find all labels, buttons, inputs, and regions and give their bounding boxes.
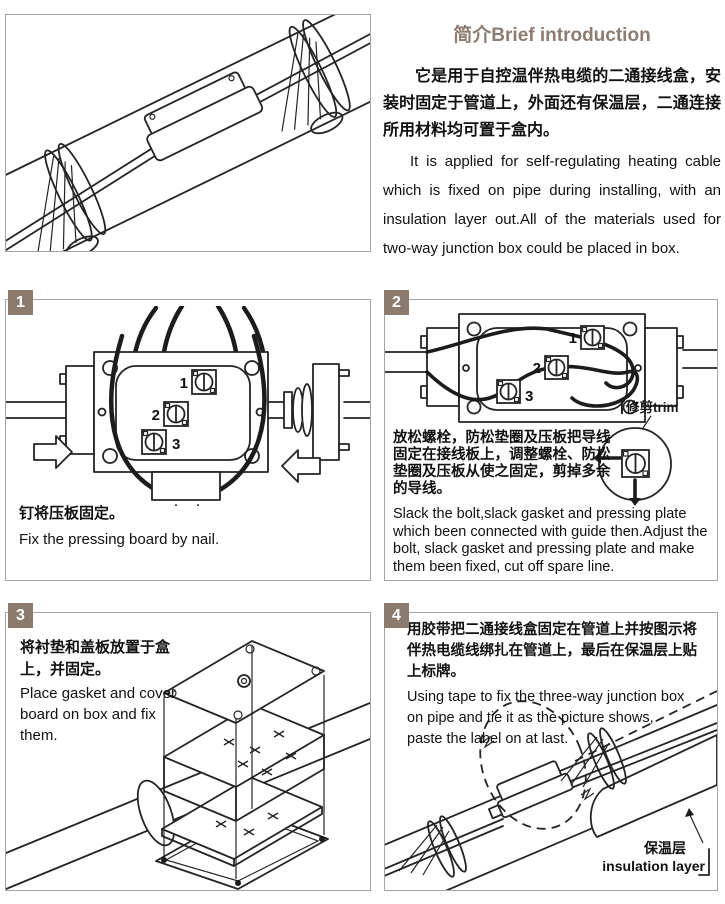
spark-mark <box>580 787 595 801</box>
highlight-ellipse <box>479 700 587 830</box>
cable-tie-icon <box>560 727 627 790</box>
terminal-3-label: 3 <box>525 388 533 405</box>
insulation-sheet <box>589 734 717 838</box>
section-title: 简介Brief introduction <box>453 25 651 46</box>
pointer-arrow-icon <box>685 808 694 817</box>
insulation-label-zh: 保温层 <box>643 840 686 856</box>
step-4-panel: 保温层 insulation layer 用胶带把二通接线盒固定在管道上并按图示… <box>384 612 718 891</box>
terminal-2-label: 2 <box>152 407 160 424</box>
step-2-text-zh: 放松螺栓，防松垫圈及压板把导线固定在接线板上，调整螺栓、防松垫圈及压板从使之固定… <box>393 430 611 497</box>
brief-introduction-section: 简介Brief introduction 它是用于自控温伴热电缆的二通接线盒，安… <box>383 12 721 263</box>
terminal-2-icon <box>163 401 189 427</box>
step-4-text-zh: 用胶带把二通接线盒固定在管道上并按图示将伴热电缆线绑扎在管道上，最后在保温层上贴… <box>407 622 697 680</box>
cable-tie-icon <box>36 142 107 251</box>
cable-tie-icon <box>398 815 467 878</box>
step-2-text-en: Slack the bolt,slack gasket and pressing… <box>393 506 708 575</box>
trim-detail-diagram <box>593 415 672 506</box>
terminal-3-icon <box>141 429 167 455</box>
step-1-badge: 1 <box>8 290 33 315</box>
step-3-badge: 3 <box>8 603 33 628</box>
trim-pointer-tick <box>621 402 623 414</box>
gasket-x-marks <box>215 812 279 836</box>
terminal-1-icon <box>580 325 605 350</box>
arrow-right-icon <box>33 435 73 469</box>
intro-paragraph-zh: 它是用于自控温伴热电缆的二通接线盒，安装时固定于管道上，外面还有保温层，二通连接… <box>383 68 721 139</box>
step-3-caption: 将衬垫和盖板放置于盒上，并固定。 Place gasket and cover … <box>20 637 188 746</box>
cable-tie-icon <box>281 19 351 135</box>
junction-box-icon <box>487 760 574 820</box>
spark-mark <box>480 735 495 749</box>
step-1-caption: 钉将压板固定。 Fix the pressing board by nail. <box>19 501 219 553</box>
step-1-text-en: Fix the pressing board by nail. <box>19 531 220 548</box>
terminal-3-label: 3 <box>172 436 180 453</box>
trim-detail-inset: 修剪trim <box>587 396 715 508</box>
terminal-1-label: 1 <box>180 375 188 392</box>
insulation-label-en: insulation layer <box>602 858 705 874</box>
step-3-panel: 将衬垫和盖板放置于盒上，并固定。 Place gasket and cover … <box>5 612 371 891</box>
cut-arrow-icon <box>593 452 601 464</box>
terminal-1-label: 1 <box>569 330 577 347</box>
terminal-2-icon <box>544 355 569 380</box>
overview-pipe-diagram <box>6 15 370 251</box>
intro-paragraph-en: It is applied for self-regulating heatin… <box>383 153 721 257</box>
step-4-text-en: Using tape to fix the three-way junction… <box>407 689 685 747</box>
step-3-text-zh: 将衬垫和盖板放置于盒上，并固定。 <box>20 639 171 678</box>
overview-panel <box>5 14 371 252</box>
arrow-left-icon <box>281 449 321 483</box>
step-1-panel: 1 2 3 <box>5 299 371 581</box>
step-2-badge: 2 <box>384 290 409 315</box>
terminal-3-icon <box>496 379 521 404</box>
step-3-exploded-diagram <box>6 640 370 890</box>
step-2-wiring-diagram: 1 2 3 <box>385 313 717 423</box>
step-1-wiring-diagram: 1 2 3 <box>6 306 370 506</box>
terminal-1-icon <box>191 369 217 395</box>
step-3-text-en: Place gasket and cover board on box and … <box>20 685 176 744</box>
step-4-badge: 4 <box>384 603 409 628</box>
box-x-marks <box>223 730 297 776</box>
cut-arrow-icon <box>629 498 641 506</box>
trim-label: 修剪trim <box>621 396 679 416</box>
terminal-2-label: 2 <box>533 360 541 377</box>
step-4-caption: 用胶带把二通接线盒固定在管道上并按图示将伴热电缆线绑扎在管道上，最后在保温层上贴… <box>407 620 709 750</box>
step-4-installation-diagram: 保温层 insulation layer <box>385 690 717 890</box>
step-2-panel: 1 2 3 修剪trim <box>384 299 718 581</box>
step-1-text-zh: 钉将压板固定。 <box>19 505 125 522</box>
